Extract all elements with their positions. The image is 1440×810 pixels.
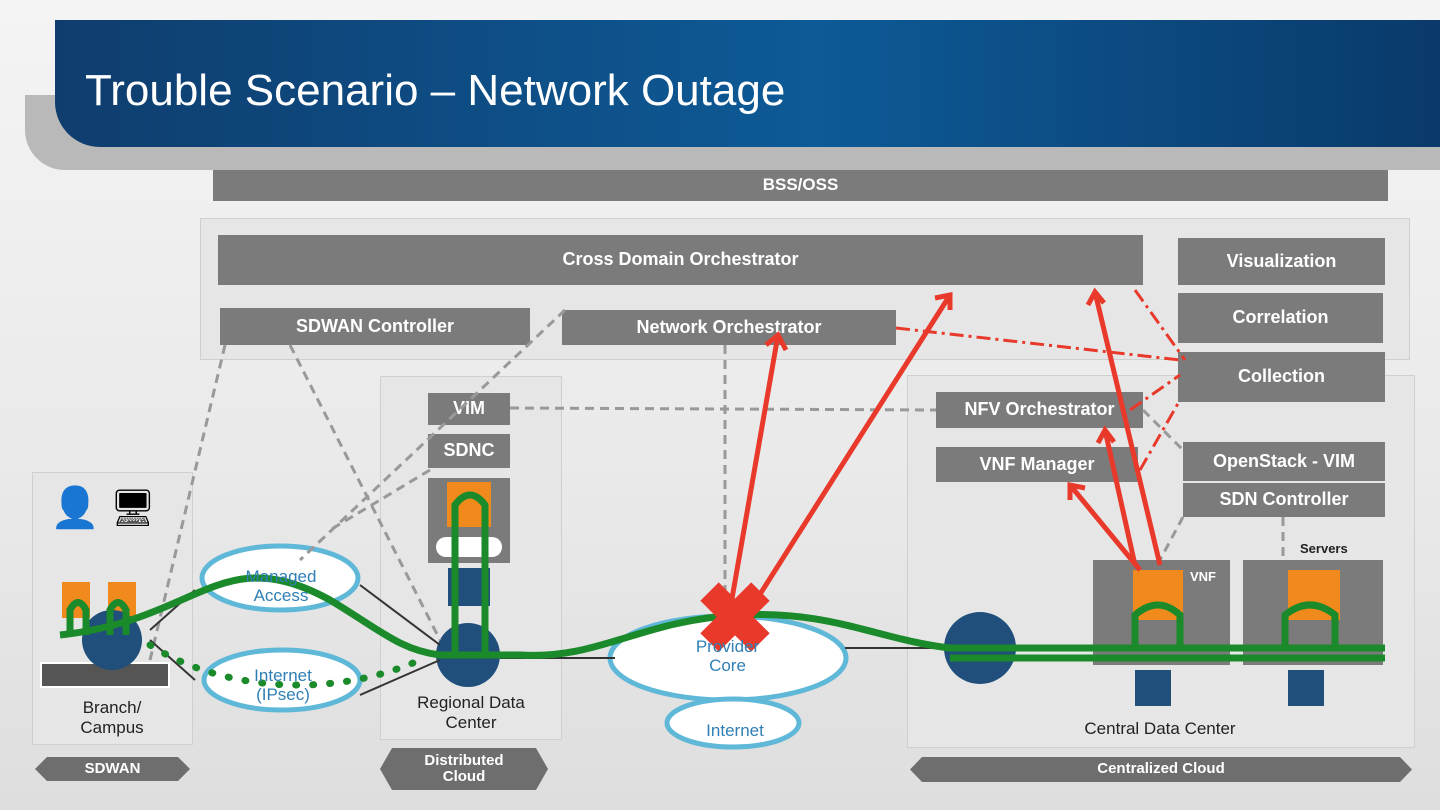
provider-core-label: Provider Core <box>695 637 760 675</box>
internet-label: Internet <box>706 721 764 740</box>
vnf-label: VNF <box>1190 569 1216 584</box>
sdnc-box: SDNC <box>428 434 510 468</box>
servers-label: Servers <box>1300 541 1348 556</box>
internet-ipsec-label: Internet (IPsec) <box>254 666 312 704</box>
vswitch-icon <box>1288 670 1324 706</box>
correlation-box: Correlation <box>1178 293 1383 343</box>
distributed-cloud-tag: Distributed Cloud <box>380 748 548 790</box>
internet-cloud <box>664 696 802 750</box>
vswitch-icon <box>1135 670 1171 706</box>
traffic-path <box>59 491 1385 662</box>
nfv-orchestrator: NFV Orchestrator <box>936 392 1143 428</box>
managed-access-label: Managed Access <box>245 567 317 605</box>
cross-domain-orchestrator: Cross Domain Orchestrator <box>218 235 1143 285</box>
dashed-links <box>148 308 1285 661</box>
ipsec-backup-path <box>146 641 424 689</box>
centralized-cloud-tag: Centralized Cloud <box>910 757 1412 782</box>
vnf-manager: VNF Manager <box>936 447 1138 482</box>
openstack-vim: OpenStack - VIM <box>1183 442 1385 481</box>
sdwan-domain-tag: SDWAN <box>35 757 190 781</box>
network-orchestrator: Network Orchestrator <box>562 310 896 345</box>
clouds <box>199 543 849 750</box>
internet-ipsec-cloud <box>201 647 363 713</box>
page-title: Trouble Scenario – Network Outage <box>85 66 786 115</box>
visualization-box: Visualization <box>1178 238 1385 285</box>
telemetry-arrows <box>895 289 1187 471</box>
regional-label: Regional Data Center <box>417 693 525 732</box>
bss-oss-bar: BSS/OSS <box>213 170 1388 201</box>
vim-box: VIM <box>428 393 510 425</box>
sdwan-controller: SDWAN Controller <box>220 308 530 345</box>
collection-box: Collection <box>1178 352 1385 402</box>
central-label: Central Data Center <box>1084 719 1236 738</box>
monitor-icon: 🖥 <box>110 487 156 528</box>
outage-x-icon <box>700 582 770 652</box>
user-icon: 👤 <box>50 486 100 530</box>
branch-label: Branch/ Campus <box>80 698 144 737</box>
title-banner: Trouble Scenario – Network Outage <box>55 20 1440 147</box>
sdn-controller: SDN Controller <box>1183 483 1385 517</box>
alarm-arrows <box>727 287 1163 612</box>
